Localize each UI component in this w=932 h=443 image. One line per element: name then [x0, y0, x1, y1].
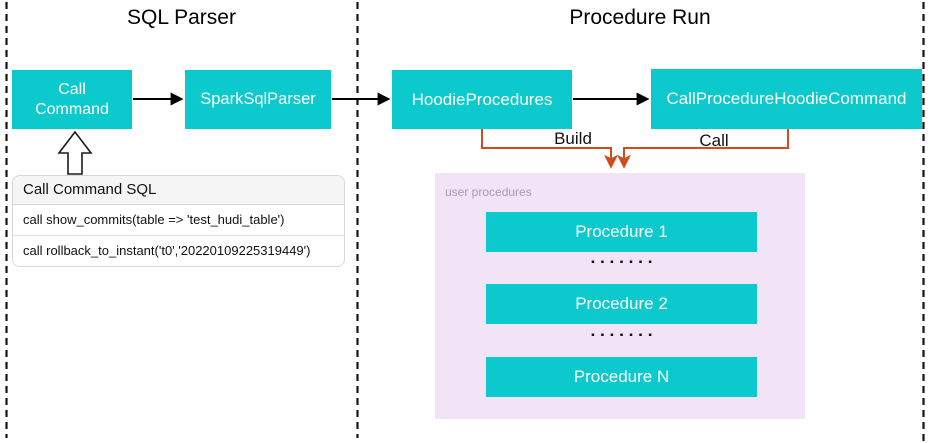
edge-label-build: Build [554, 129, 592, 148]
node-call-procedure-hoodie-command: CallProcedureHoodieCommand [651, 69, 922, 129]
section-title-procedure-run: Procedure Run [569, 6, 711, 29]
section-title-sql-parser: SQL Parser [127, 6, 236, 29]
hollow-up-arrow-icon [57, 130, 93, 175]
node-procedure-2: Procedure 2 [486, 284, 757, 324]
node-call-command: Call Command [12, 70, 132, 129]
sql-statement-row: call show_commits(table => 'test_hudi_ta… [13, 205, 344, 235]
ellipsis-dots: ▪▪▪▪▪▪▪ [591, 329, 658, 341]
node-spark-sql-parser: SparkSqlParser [185, 70, 331, 129]
sql-statement-row: call rollback_to_instant('t0','202201092… [13, 235, 344, 266]
call-command-sql-panel: Call Command SQL call show_commits(table… [12, 175, 345, 267]
node-procedure-1: Procedure 1 [486, 212, 757, 252]
user-procedures-label: user procedures [445, 185, 532, 199]
sql-panel-header: Call Command SQL [13, 176, 344, 205]
node-hoodie-procedures: HoodieProcedures [392, 70, 572, 129]
ellipsis-dots: ▪▪▪▪▪▪▪ [591, 256, 658, 268]
edge-label-call: Call [699, 131, 729, 150]
node-procedure-n: Procedure N [486, 357, 757, 397]
user-procedures-panel: user procedures Procedure 1 ▪▪▪▪▪▪▪ Proc… [435, 173, 805, 419]
